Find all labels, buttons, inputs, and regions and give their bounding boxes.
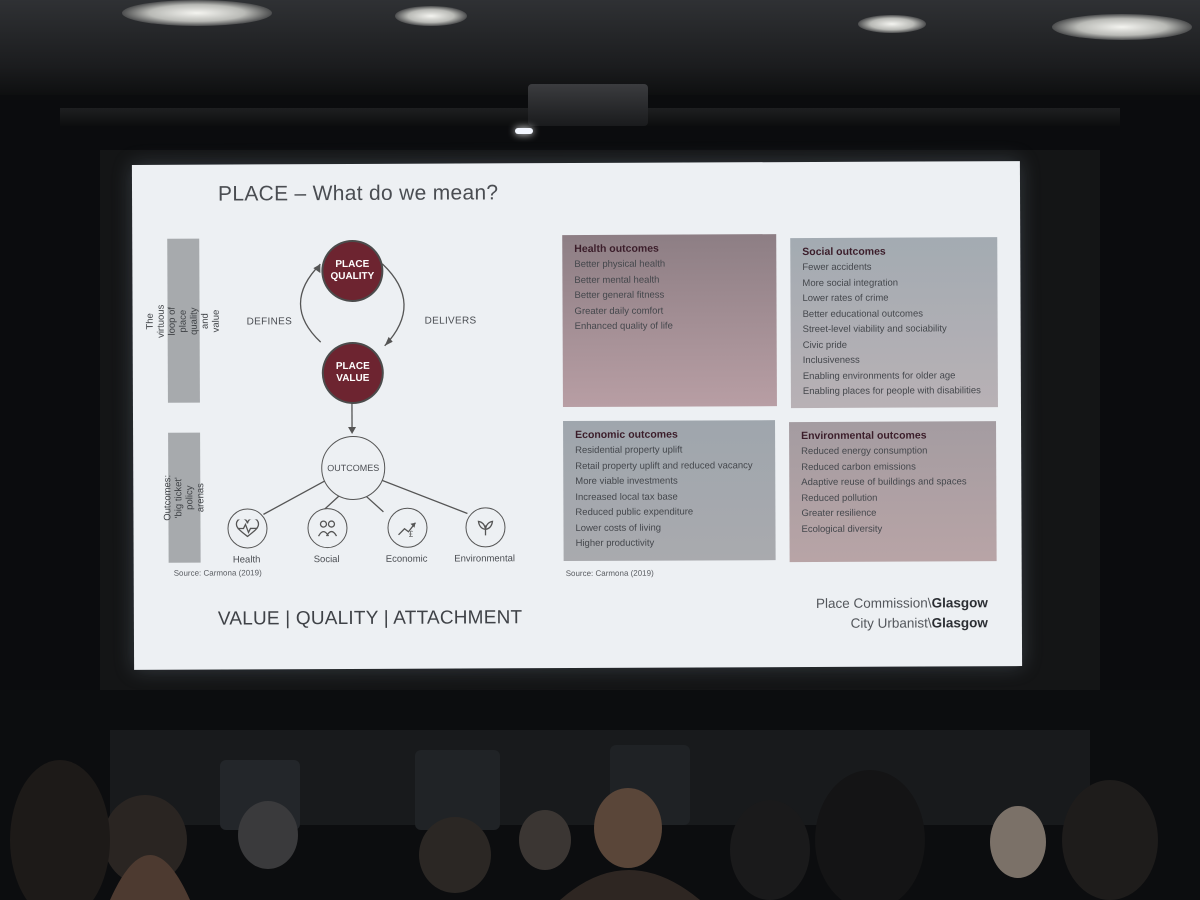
list-item: Better educational outcomes xyxy=(802,307,923,320)
defines-arrowhead xyxy=(313,264,321,274)
list-item: Ecological diversity xyxy=(801,523,883,535)
projector-light xyxy=(515,128,533,134)
list-item: Increased local tax base xyxy=(575,491,678,503)
ceiling-light xyxy=(122,0,272,26)
svg-text:£: £ xyxy=(408,530,413,538)
social-outcomes-panel: Social outcomes Fewer accidents More soc… xyxy=(790,237,998,409)
footer-tagline: VALUE | QUALITY | ATTACHMENT xyxy=(217,607,523,630)
list-item: Enabling environments for older age xyxy=(802,369,956,382)
outcomes-circle: OUTCOMES xyxy=(321,435,386,501)
list-item: Residential property uplift xyxy=(575,444,683,457)
list-item: More viable investments xyxy=(575,475,678,488)
list-item: Inclusiveness xyxy=(802,354,860,367)
audience-silhouettes xyxy=(0,690,1200,900)
list-item: Retail property uplift and reduced vacan… xyxy=(575,459,753,472)
list-item: Enhanced quality of life xyxy=(574,320,673,333)
list-item: Higher productivity xyxy=(575,537,655,550)
list-item: Street-level viability and sociability xyxy=(802,323,947,336)
slide-title: PLACE – What do we mean? xyxy=(217,181,499,206)
defines-label: DEFINES xyxy=(246,316,293,328)
footer-place-commission: Place Commission\Glasgow xyxy=(815,595,988,611)
list-item: More social integration xyxy=(802,277,899,289)
heartbeat-icon xyxy=(227,508,268,549)
list-item: Better general fitness xyxy=(574,289,665,302)
list-item: Civic pride xyxy=(802,339,848,351)
delivers-arrowhead xyxy=(384,336,393,346)
people-icon xyxy=(307,508,348,549)
pound-growth-icon: £ xyxy=(387,507,428,548)
list-item: Better physical health xyxy=(574,258,666,271)
list-item: Adaptive reuse of buildings and spaces xyxy=(801,476,967,489)
side-label-outcomes: Outcomes: 'big ticket' policy arenas xyxy=(162,432,206,563)
leaf-icon xyxy=(465,507,506,548)
list-item: Better mental health xyxy=(574,274,660,286)
economic-label: Economic xyxy=(385,553,428,565)
health-label: Health xyxy=(232,554,261,566)
list-item: Lower costs of living xyxy=(575,522,662,534)
presentation-slide: PLACE – What do we mean? The virtuous lo… xyxy=(131,161,1023,670)
footer-city-urbanist: City Urbanist\Glasgow xyxy=(850,615,988,631)
environmental-connector xyxy=(378,478,468,515)
diagram-connectors xyxy=(263,263,468,515)
panels-source: Source: Carmona (2019) xyxy=(565,568,654,579)
environmental-label: Environmental xyxy=(454,553,516,565)
ceiling-light xyxy=(395,6,467,26)
environmental-outcomes-panel: Environmental outcomes Reduced energy co… xyxy=(789,421,997,563)
delivers-label: DELIVERS xyxy=(424,315,477,327)
list-item: Greater daily comfort xyxy=(574,305,664,317)
list-item: Greater resilience xyxy=(801,507,877,520)
health-outcomes-title: Health outcomes xyxy=(574,242,659,256)
economic-outcomes-panel: Economic outcomes Residential property u… xyxy=(563,420,776,562)
list-item: Enabling places for people with disabili… xyxy=(802,385,981,398)
list-item: Lower rates of crime xyxy=(802,292,889,305)
list-item: Reduced carbon emissions xyxy=(801,461,916,473)
economic-outcomes-title: Economic outcomes xyxy=(575,428,678,442)
environmental-outcomes-title: Environmental outcomes xyxy=(801,429,927,443)
defines-arrow xyxy=(300,263,322,343)
down-arrowhead xyxy=(348,426,357,434)
ceiling-light xyxy=(858,15,926,33)
diagram-source: Source: Carmona (2019) xyxy=(173,568,262,578)
side-label-virtuous-loop: The virtuous loop of place quality and v… xyxy=(145,238,222,403)
list-item: Reduced public expenditure xyxy=(575,506,694,519)
social-outcomes-title: Social outcomes xyxy=(802,245,886,259)
list-item: Fewer accidents xyxy=(802,261,872,274)
health-connector xyxy=(263,478,329,515)
list-item: Reduced pollution xyxy=(801,492,878,504)
delivers-arrow xyxy=(381,263,405,347)
projector xyxy=(528,84,648,126)
health-outcomes-panel: Health outcomes Better physical health B… xyxy=(562,234,777,408)
list-item: Reduced energy consumption xyxy=(801,445,928,458)
social-label: Social xyxy=(313,554,340,566)
ceiling-light xyxy=(1052,14,1192,40)
